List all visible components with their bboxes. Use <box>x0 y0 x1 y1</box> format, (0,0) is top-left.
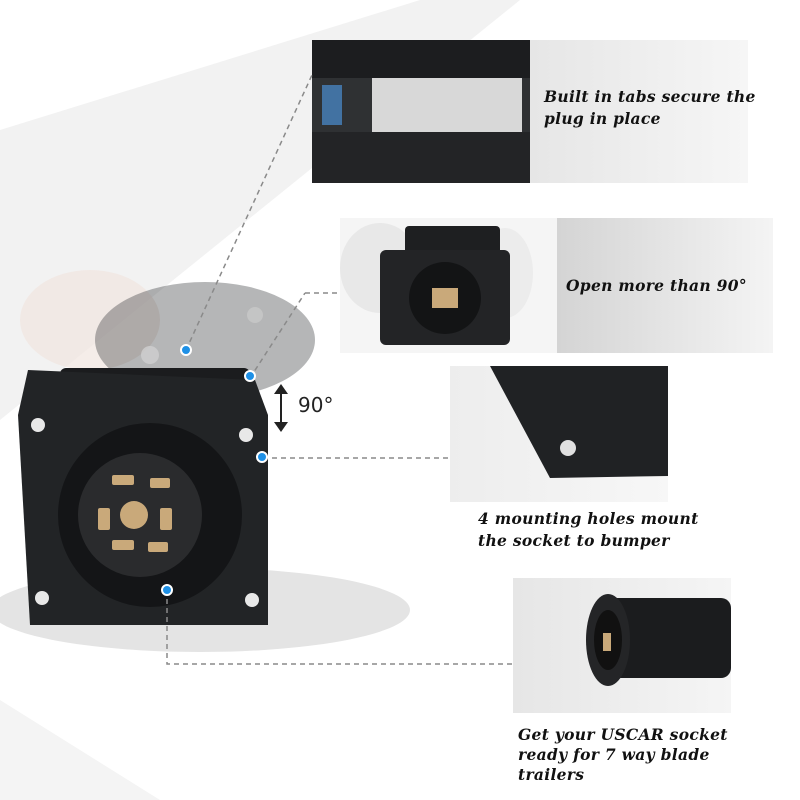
callout-dot-mounting <box>256 451 268 463</box>
feature-caption-tabs: Built in tabs secure the plug in place <box>544 87 756 128</box>
feature-panel-tabs <box>312 40 532 183</box>
callout-dot-open <box>244 370 256 382</box>
feature-panel-open <box>340 218 558 353</box>
callout-dot-tabs <box>180 344 192 356</box>
angle-label: 90° <box>298 393 334 417</box>
feature-panel-mounting <box>450 366 668 502</box>
main-socket-image <box>18 270 315 625</box>
feature-panel-open-backdrop <box>557 218 773 353</box>
tabs-photo <box>312 40 532 183</box>
feature-caption-mounting: 4 mounting holes mount the socket to bum… <box>478 509 699 550</box>
plug-photo <box>586 594 731 686</box>
mounting-photo <box>490 366 668 478</box>
callout-dot-socket <box>161 584 173 596</box>
feature-caption-plug: Get your USCAR socket ready for 7 way bl… <box>518 725 728 784</box>
open-lid-photo <box>340 223 533 345</box>
angle-arrow-icon <box>274 384 288 432</box>
feature-panel-tabs-backdrop <box>530 40 748 183</box>
feature-panel-plug <box>513 578 731 713</box>
feature-caption-open: Open more than 90° <box>566 276 747 295</box>
